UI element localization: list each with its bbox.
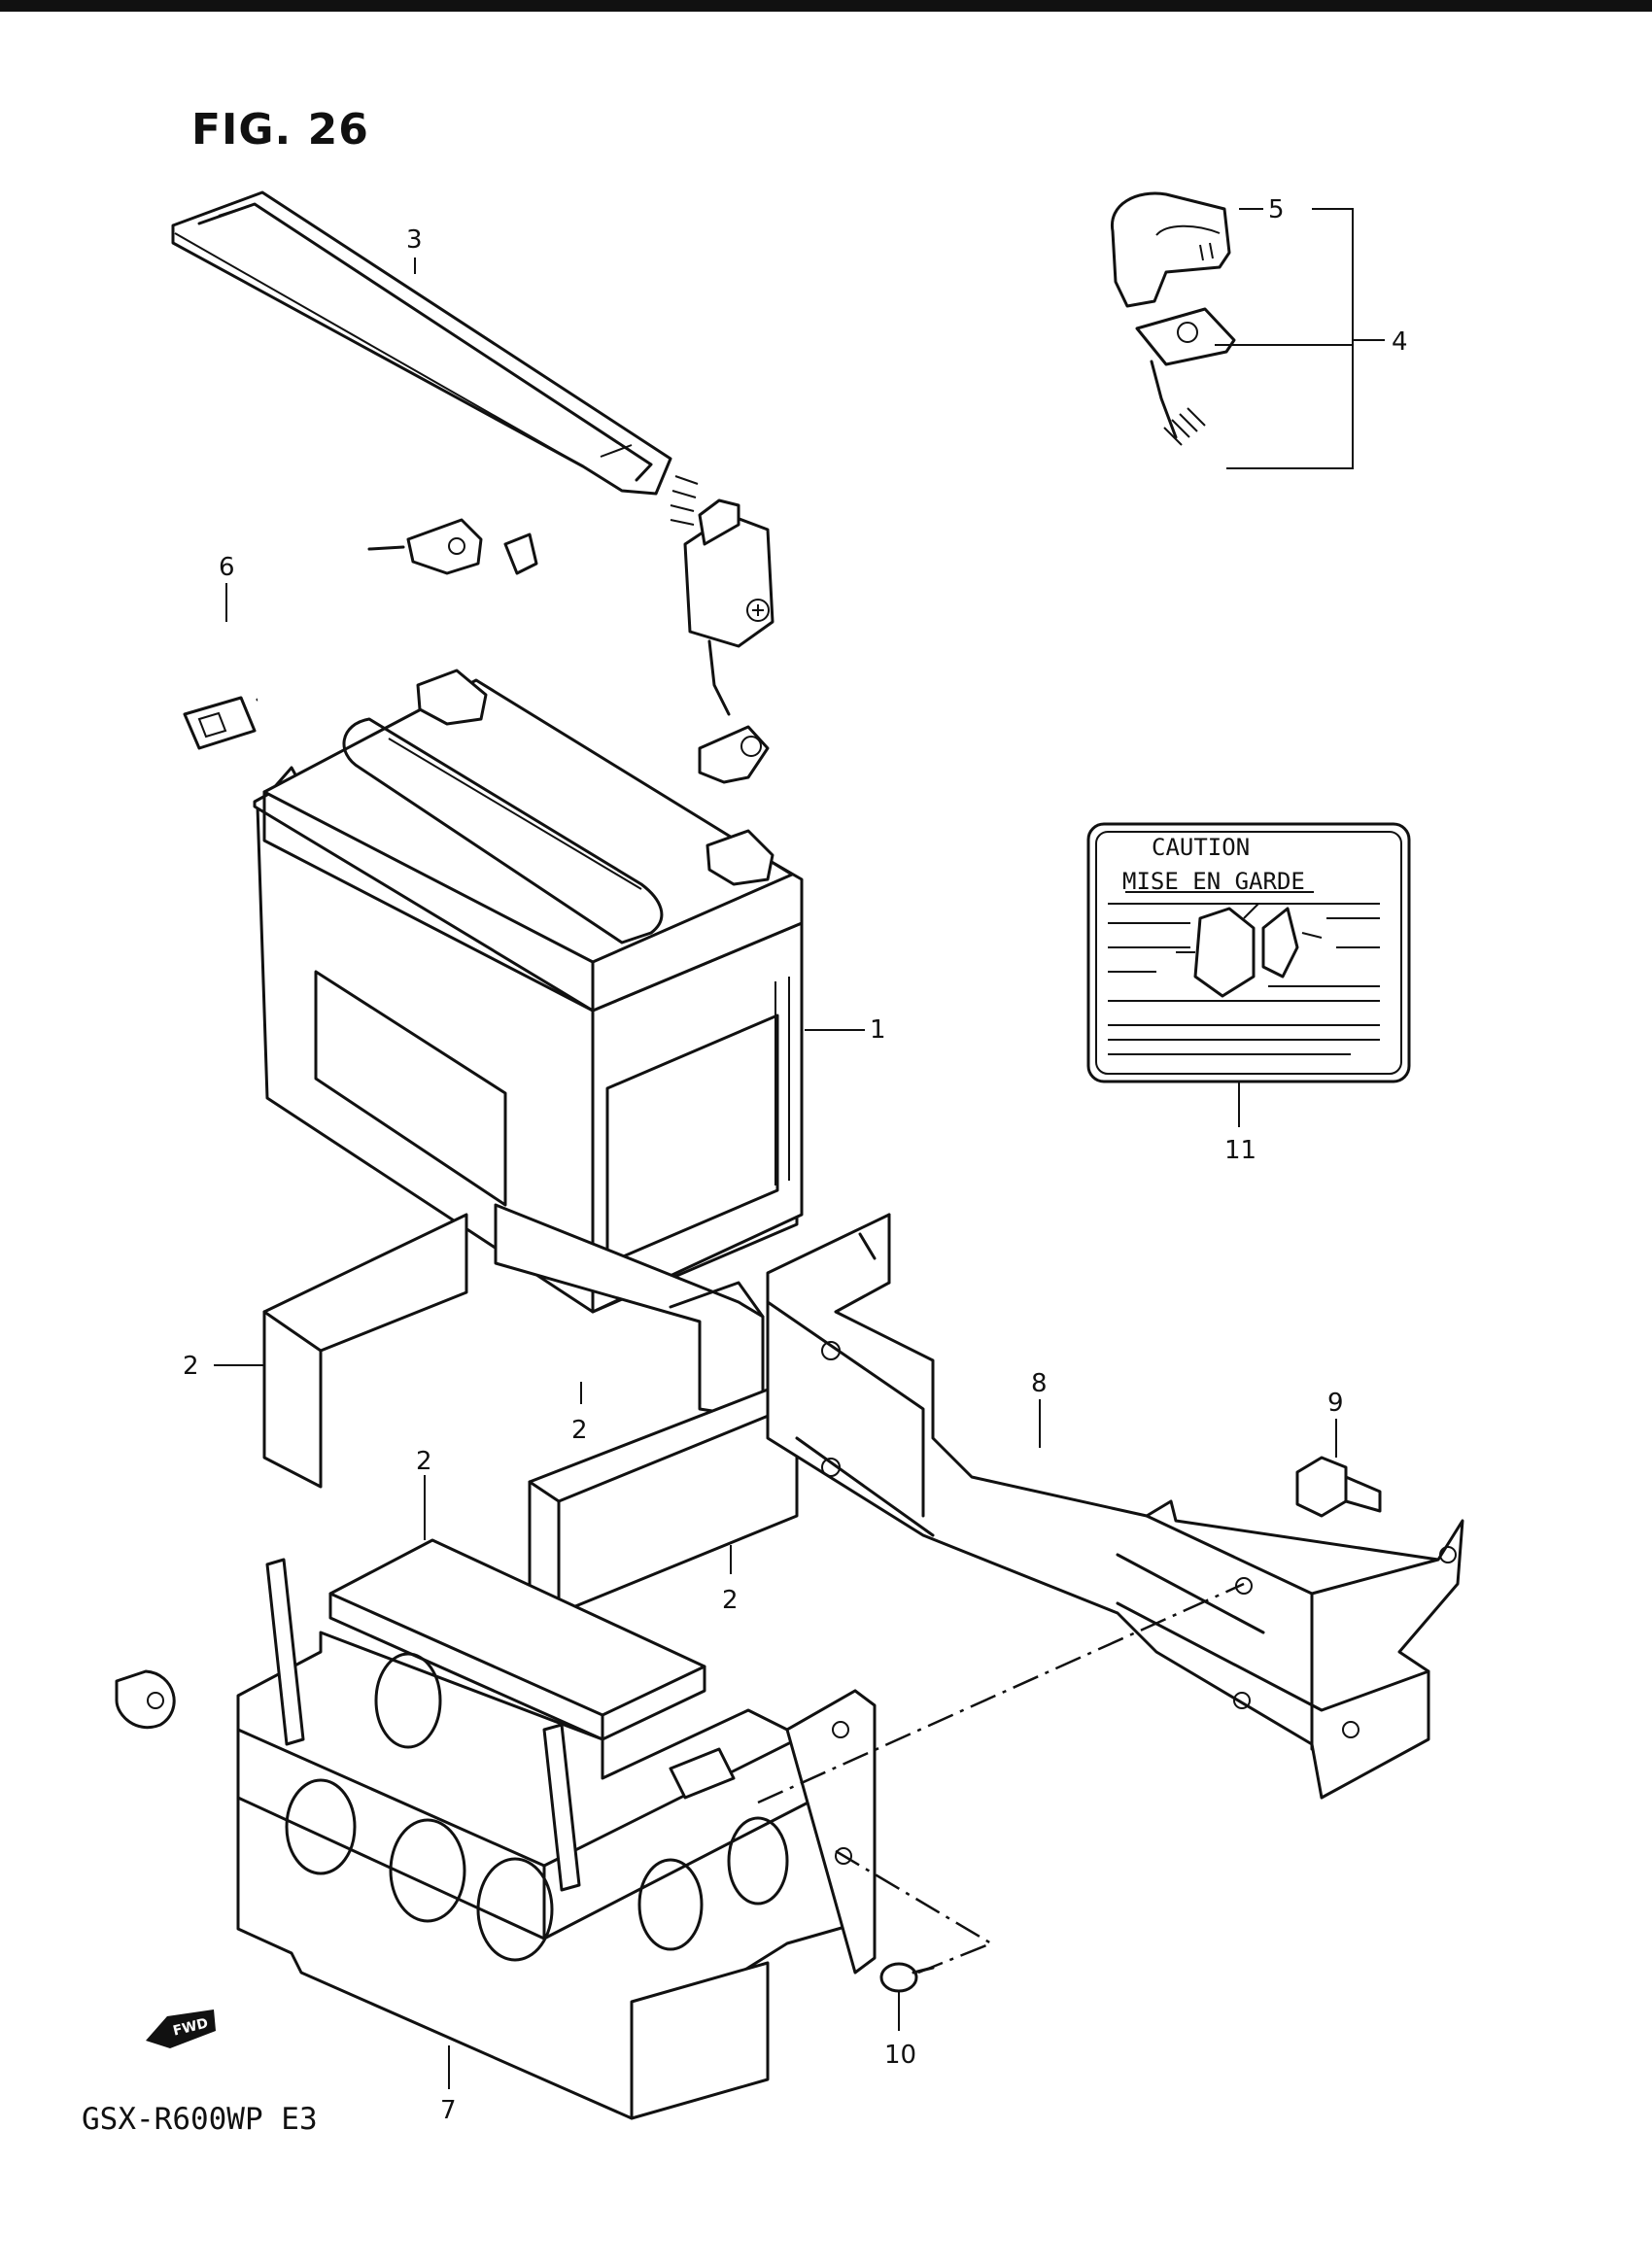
caution-label-subtitle: MISE EN GARDE [1122, 868, 1305, 895]
assembly-line-lower [835, 1849, 994, 1975]
battery-bracket [766, 1213, 1464, 1800]
battery-strap [171, 190, 672, 496]
callout-9: 9 [1327, 1389, 1344, 1418]
callout-2-left: 2 [183, 1352, 199, 1381]
callout-10: 10 [884, 2041, 916, 2070]
callout-3: 3 [406, 225, 423, 255]
callout-6: 6 [219, 553, 235, 582]
leader-lines [214, 208, 1385, 2089]
callout-5: 5 [1268, 195, 1285, 224]
callout-7: 7 [440, 2096, 457, 2125]
callout-2-pad: 2 [416, 1447, 432, 1476]
top-border-rule [0, 0, 1652, 12]
callout-4: 4 [1392, 327, 1408, 357]
spacer-left [262, 1213, 468, 1489]
terminal-cap [1111, 191, 1231, 308]
battery [253, 669, 804, 1314]
negative-battery-cable [98, 518, 538, 1730]
caution-label-title: CAUTION [1152, 834, 1250, 861]
callout-2-center: 2 [571, 1416, 588, 1445]
spacer-right [528, 1388, 799, 1615]
callout-2-right: 2 [722, 1586, 739, 1615]
screw-10 [879, 1962, 935, 1993]
bolt-9 [1295, 1456, 1382, 1518]
assembly-line-upper [757, 1582, 1245, 1804]
battery-holder-tray [236, 1558, 877, 2120]
figure-title: FIG. 26 [191, 105, 369, 155]
spacer-pad [328, 1538, 706, 1741]
caution-label: CAUTION MISE EN GARDE [1086, 822, 1411, 1083]
callout-11: 11 [1224, 1136, 1256, 1165]
positive-battery-cable [670, 307, 1253, 784]
callout-1: 1 [870, 1015, 886, 1045]
forward-direction-arrow: FWD [146, 2009, 216, 2048]
callout-8: 8 [1031, 1369, 1048, 1398]
model-code: GSX-R600WP E3 [82, 2102, 318, 2137]
